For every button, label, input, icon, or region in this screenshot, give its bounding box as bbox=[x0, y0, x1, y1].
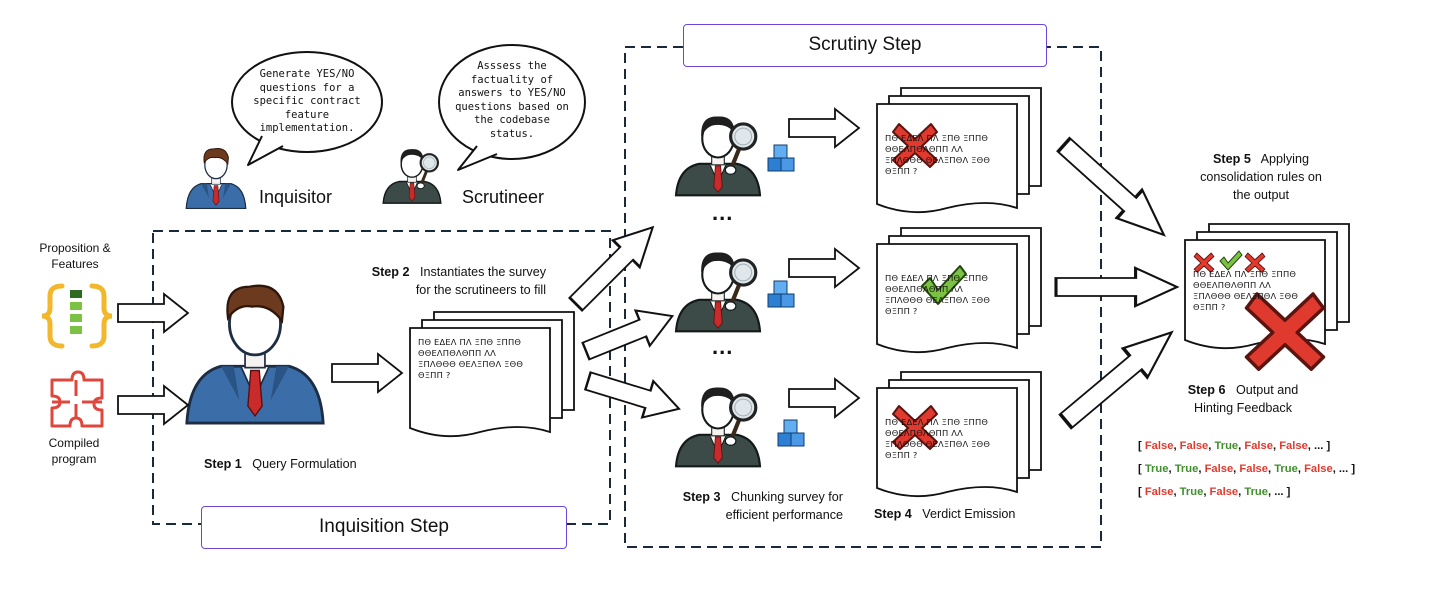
separator: , bbox=[1268, 463, 1275, 475]
bracket-open: [ bbox=[1138, 463, 1145, 475]
separator: , bbox=[1238, 486, 1245, 498]
compiled-program-label: Compiled program bbox=[48, 436, 100, 466]
inquisitor-speech-bubble bbox=[231, 51, 383, 166]
separator: , bbox=[1268, 486, 1275, 498]
separator: , bbox=[1208, 440, 1215, 452]
arrow-icon bbox=[788, 378, 860, 418]
verdict-value: True bbox=[1174, 463, 1199, 475]
separator: , bbox=[1307, 440, 1315, 452]
blue-cube-icon bbox=[777, 419, 805, 447]
verdict-value: True bbox=[1244, 486, 1268, 498]
puzzle-icon bbox=[50, 370, 104, 428]
inquisitor-label: Inquisitor bbox=[259, 187, 333, 207]
ellipsis-2: ... bbox=[712, 334, 734, 359]
inquisitor-bubble-text: Generate YES/NO questions for a specific… bbox=[253, 68, 361, 134]
scrutineer-speech-bubble bbox=[438, 44, 586, 171]
verdict-value: False bbox=[1279, 440, 1308, 452]
scrutiny-step-label: Scrutiny Step bbox=[683, 24, 1047, 67]
blue-cube-icon bbox=[767, 144, 795, 172]
separator: , bbox=[1173, 440, 1180, 452]
arrow-icon bbox=[788, 248, 860, 288]
verdict-value: True bbox=[1144, 463, 1169, 475]
result-row: [ False, False, True, False, False, ... … bbox=[1138, 440, 1330, 452]
separator: , bbox=[1238, 440, 1245, 452]
separator: , bbox=[1272, 440, 1280, 452]
verdict-value: False bbox=[1144, 486, 1174, 498]
separator: , bbox=[1332, 463, 1339, 475]
step-5-label: Step 5 Applying consolidation rules on t… bbox=[1200, 152, 1322, 202]
step-2-label: Step 2 Instantiates the survey for the s… bbox=[371, 265, 546, 297]
verdict-value: False bbox=[1209, 486, 1239, 498]
proposition-label: Proposition & Features bbox=[39, 241, 111, 271]
scrutineer-3-detective-icon bbox=[676, 387, 760, 466]
result-row: [ True, True, False, False, True, False,… bbox=[1138, 463, 1355, 475]
separator: , bbox=[1168, 463, 1175, 475]
step-6-label: Step 6 Output and Hinting Feedback bbox=[1187, 383, 1299, 415]
inquisitor-person-icon bbox=[185, 147, 247, 210]
arrow-icon bbox=[1054, 266, 1179, 308]
separator: , bbox=[1198, 463, 1205, 475]
verdict-value: False bbox=[1204, 463, 1234, 475]
separator: , bbox=[1297, 463, 1305, 475]
result-row: [ False, True, False, True, ... ] bbox=[1138, 486, 1290, 498]
arrow-icon bbox=[788, 108, 860, 148]
separator: , bbox=[1173, 486, 1180, 498]
blue-cube-icon bbox=[767, 280, 795, 308]
verdict-value: True bbox=[1179, 486, 1204, 498]
verdict-value: False bbox=[1179, 440, 1209, 452]
arrow-icon bbox=[577, 297, 681, 370]
step-1-label: Step 1 Query Formulation bbox=[204, 457, 357, 471]
scrutineer-bubble-text: Asssess the factuality of answers to YES… bbox=[455, 60, 569, 140]
step-4-label: Step 4 Verdict Emission bbox=[874, 507, 1016, 521]
bracket-close: ... ] bbox=[1314, 440, 1331, 452]
bracket-close: ... ] bbox=[1274, 486, 1291, 498]
verdict-value: True bbox=[1214, 440, 1239, 452]
verdict-value: False bbox=[1244, 440, 1273, 452]
arrow-icon bbox=[1049, 129, 1179, 251]
curly-brace-icon bbox=[41, 283, 113, 349]
bracket-open: [ bbox=[1138, 486, 1145, 498]
scrutineer-detective-icon bbox=[381, 147, 443, 205]
inquisition-step-label: Inquisition Step bbox=[201, 506, 567, 549]
scrutiny-dashed-box bbox=[624, 46, 1102, 548]
arrow-icon bbox=[581, 361, 686, 429]
scrutineer-2-detective-icon bbox=[676, 252, 760, 331]
verdict-value: False bbox=[1239, 463, 1268, 475]
step-3-label: Step 3 Chunking survey for efficient per… bbox=[682, 490, 843, 522]
arrow-icon bbox=[561, 212, 668, 319]
separator: , bbox=[1203, 486, 1210, 498]
scrutineer-1-detective-icon bbox=[676, 116, 760, 195]
scrutineer-label: Scrutineer bbox=[462, 187, 545, 207]
query-formulation-person-icon bbox=[185, 284, 325, 425]
arrow-icon bbox=[331, 353, 403, 393]
separator: , bbox=[1233, 463, 1240, 475]
arrow-icon bbox=[1052, 316, 1186, 438]
bracket-open: [ bbox=[1138, 440, 1145, 452]
verdict-value: False bbox=[1304, 463, 1333, 475]
bracket-close: ... ] bbox=[1338, 463, 1356, 475]
ellipsis-1: ... bbox=[712, 200, 734, 225]
verdict-value: True bbox=[1274, 463, 1298, 475]
verdict-value: False bbox=[1144, 440, 1174, 452]
